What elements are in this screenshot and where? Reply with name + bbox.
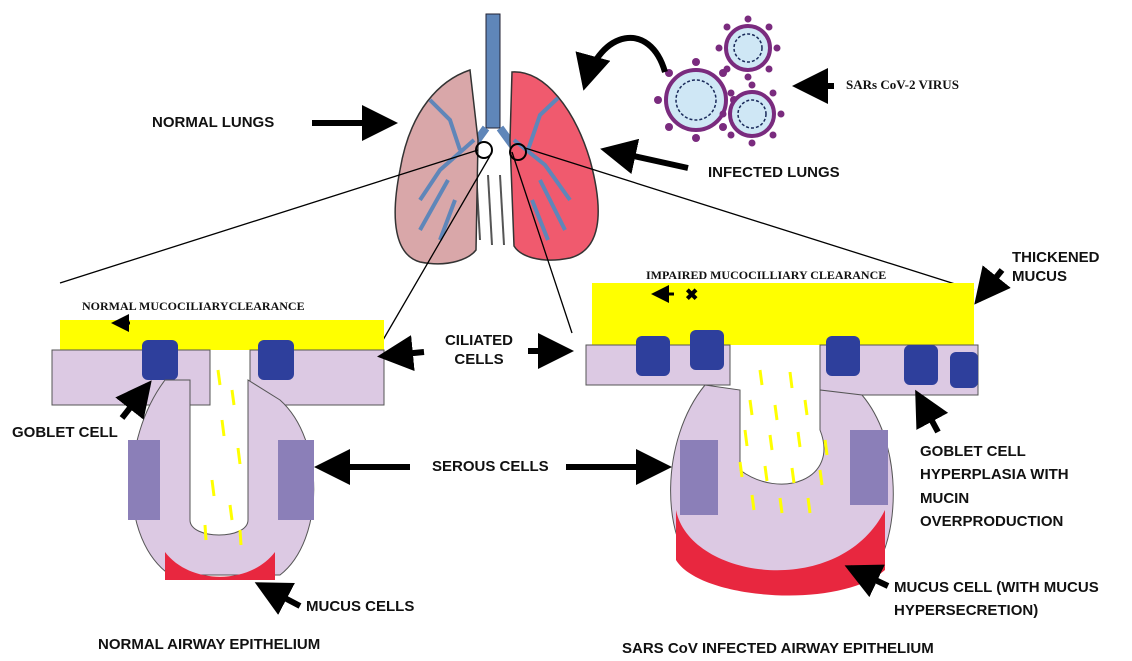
mucus-cells-label: MUCUS CELLS (306, 598, 414, 617)
ciliated-cells-label: CILIATED CELLS (434, 332, 524, 370)
serous-cells-label: SEROUS CELLS (432, 458, 549, 477)
infected-lung (510, 72, 598, 260)
normal-lungs-label: NORMAL LUNGS (152, 114, 274, 133)
goblet-cell-label: GOBLET CELL (12, 424, 118, 443)
infected-lungs-label: INFECTED LUNGS (708, 164, 840, 183)
impaired-clearance-label: IMPAIRED MUCOCILLIARY CLEARANCE (646, 268, 886, 283)
mucus-cell-hypersecretion-label: MUCUS CELL (WITH MUCUS HYPERSECRETION) (894, 576, 1124, 623)
normal-epithelium (52, 320, 384, 580)
virus-particles (585, 16, 785, 147)
normal-clearance-label: NORMAL MUCOCILIARYCLEARANCE (82, 299, 305, 314)
goblet-hyperplasia-label: GOBLET CELL HYPERPLASIA WITH MUCIN OVERP… (920, 440, 1110, 533)
blocked-x-icon: ✖ (685, 287, 698, 304)
thickened-mucus-label: THICKENED MUCUS (1012, 249, 1102, 287)
normal-epithelium-title: NORMAL AIRWAY EPITHELIUM (98, 636, 320, 655)
infected-epithelium-title: SARS CoV INFECTED AIRWAY EPITHELIUM (622, 640, 934, 659)
virus-label: SARs CoV-2 VIRUS (846, 77, 959, 93)
